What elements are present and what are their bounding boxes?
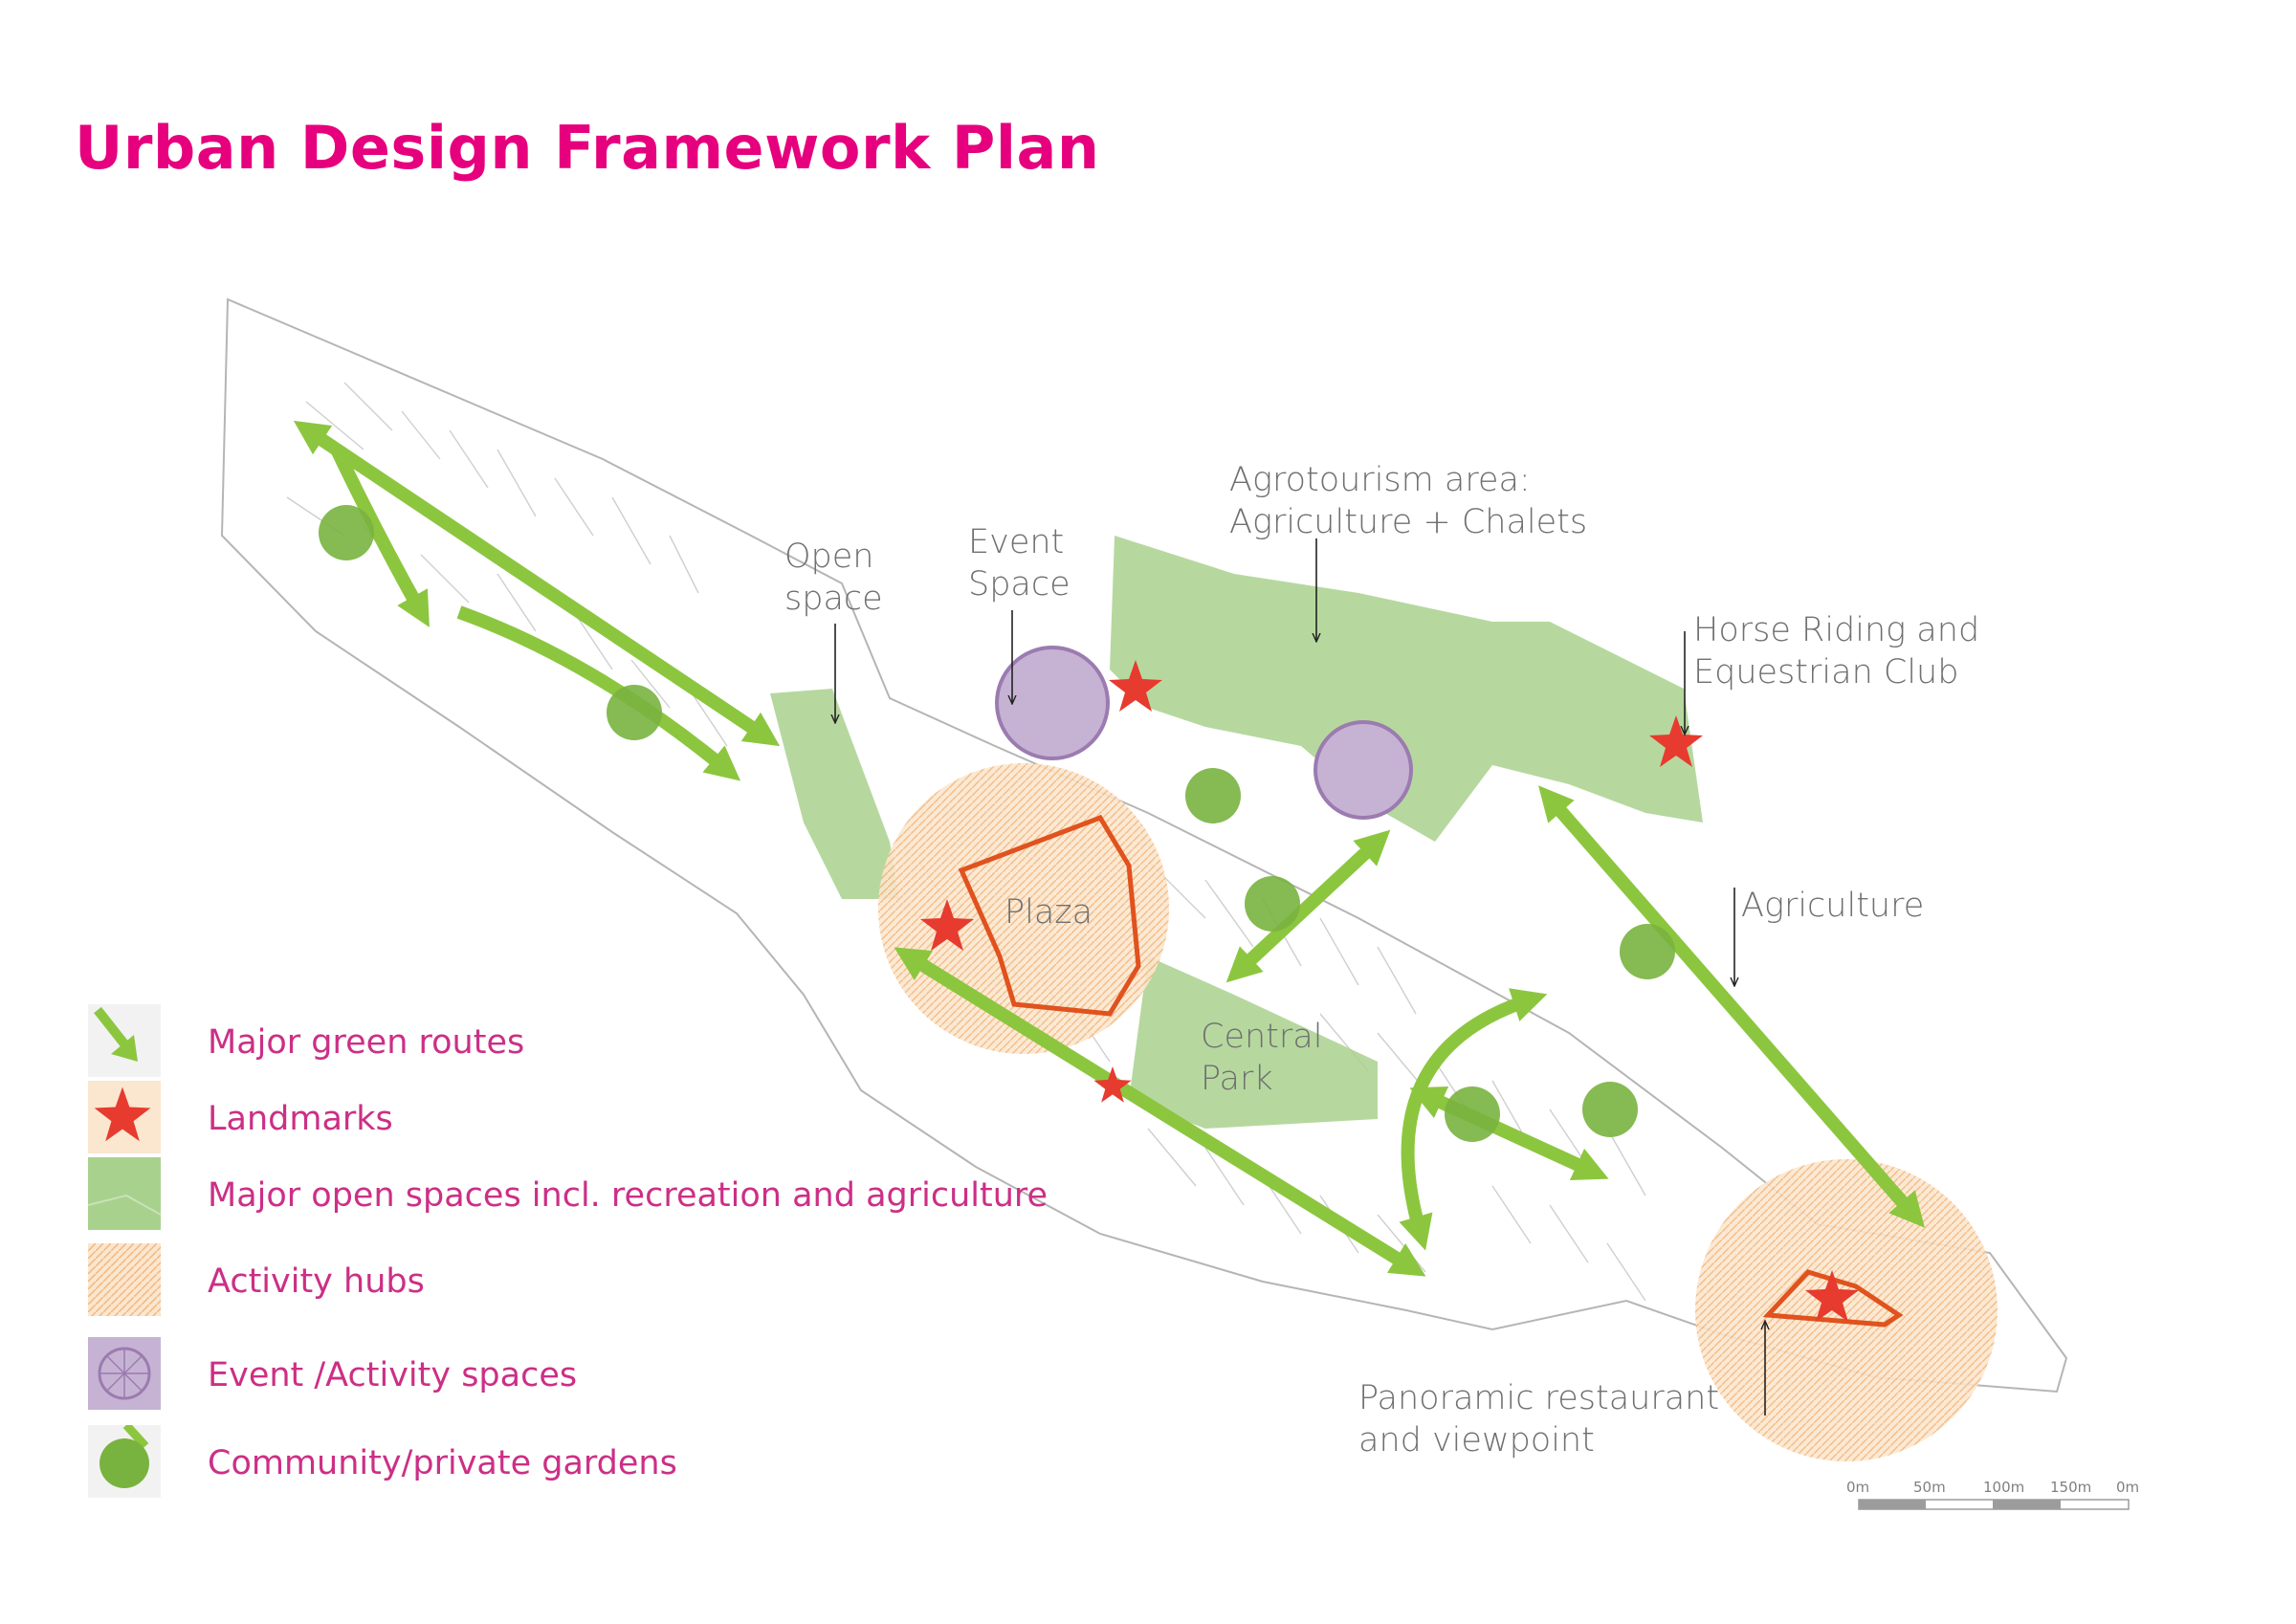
legend-label: Event /Activity spaces [208,1356,578,1394]
garden-circle-icon [88,1425,161,1498]
legend-item-gardens: Community/private gardens [88,1425,1140,1502]
legend-item-green-routes: Major green routes [88,1004,1140,1081]
scale-tick: 0m [2116,1479,2139,1496]
label-open-space: Open space [784,538,885,618]
open-space-area [770,689,899,899]
scale-tick: 150m [2050,1479,2091,1496]
legend-item-open-spaces: Major open spaces incl. recreation and a… [88,1157,1140,1234]
garden-circle [1445,1086,1500,1142]
landmark-star [1093,1066,1132,1103]
label-central-park: Central Park [1201,1018,1334,1098]
activity-hub-swatch-icon [88,1243,161,1316]
legend-item-activity-hubs: Activity hubs [88,1243,1140,1320]
green-route-arrow [1225,829,1391,983]
garden-circle [1620,924,1675,979]
scale-tick: 0m [1846,1479,1869,1496]
label-agriculture: Agriculture [1741,887,1924,925]
label-agrotourism: Agrotourism area: Agriculture + Chalets [1229,461,1587,541]
garden-circle [1245,876,1300,932]
scale-bar: 0m 50m 100m 150m 0m [1846,1479,2139,1510]
event-space-circle [1314,720,1413,820]
legend-item-event-spaces: Event /Activity spaces [88,1337,1140,1414]
event-space-circle [995,646,1110,760]
green-route-arrow-icon [88,1004,161,1077]
garden-circle [319,505,374,560]
garden-circle [1185,768,1241,823]
legend-item-landmarks: Landmarks [88,1081,1140,1157]
label-plaza: Plaza [1004,893,1093,932]
event-space-swatch-icon [88,1337,161,1410]
landmark-star [1109,660,1162,712]
legend-label: Community/private gardens [208,1444,677,1482]
page-title: Urban Design Framework Plan [75,113,1100,183]
green-route-arrow [293,420,781,747]
landmark-star [1805,1270,1859,1322]
garden-circle [1582,1082,1638,1137]
star-icon [88,1081,161,1153]
legend-label: Activity hubs [208,1262,425,1301]
landmark-star [1649,715,1703,767]
green-area-swatch-icon [88,1157,161,1230]
landmark-star [920,899,974,951]
green-route-arrow [1399,988,1548,1251]
green-route-arrow [1538,785,1925,1228]
label-panoramic: Panoramic restaurant and viewpoint [1358,1379,1730,1459]
green-route-arrow [456,605,741,781]
scale-tick: 50m [1913,1479,1946,1496]
agrotourism-area [1110,536,1703,842]
scale-tick: 100m [1983,1479,2024,1496]
garden-circle [607,685,662,740]
label-event-space: Event Space [968,523,1074,604]
label-horse-riding: Horse Riding and Equestrian Club [1693,611,1990,691]
legend-label: Major open spaces incl. recreation and a… [208,1176,1049,1215]
legend-label: Major green routes [208,1023,525,1062]
green-route-arrow [894,947,1426,1277]
legend-label: Landmarks [208,1100,393,1138]
restaurant-outline [1762,1269,1904,1328]
activity-hub-panoramic [1695,1159,1998,1461]
green-route-arrow [330,446,430,627]
